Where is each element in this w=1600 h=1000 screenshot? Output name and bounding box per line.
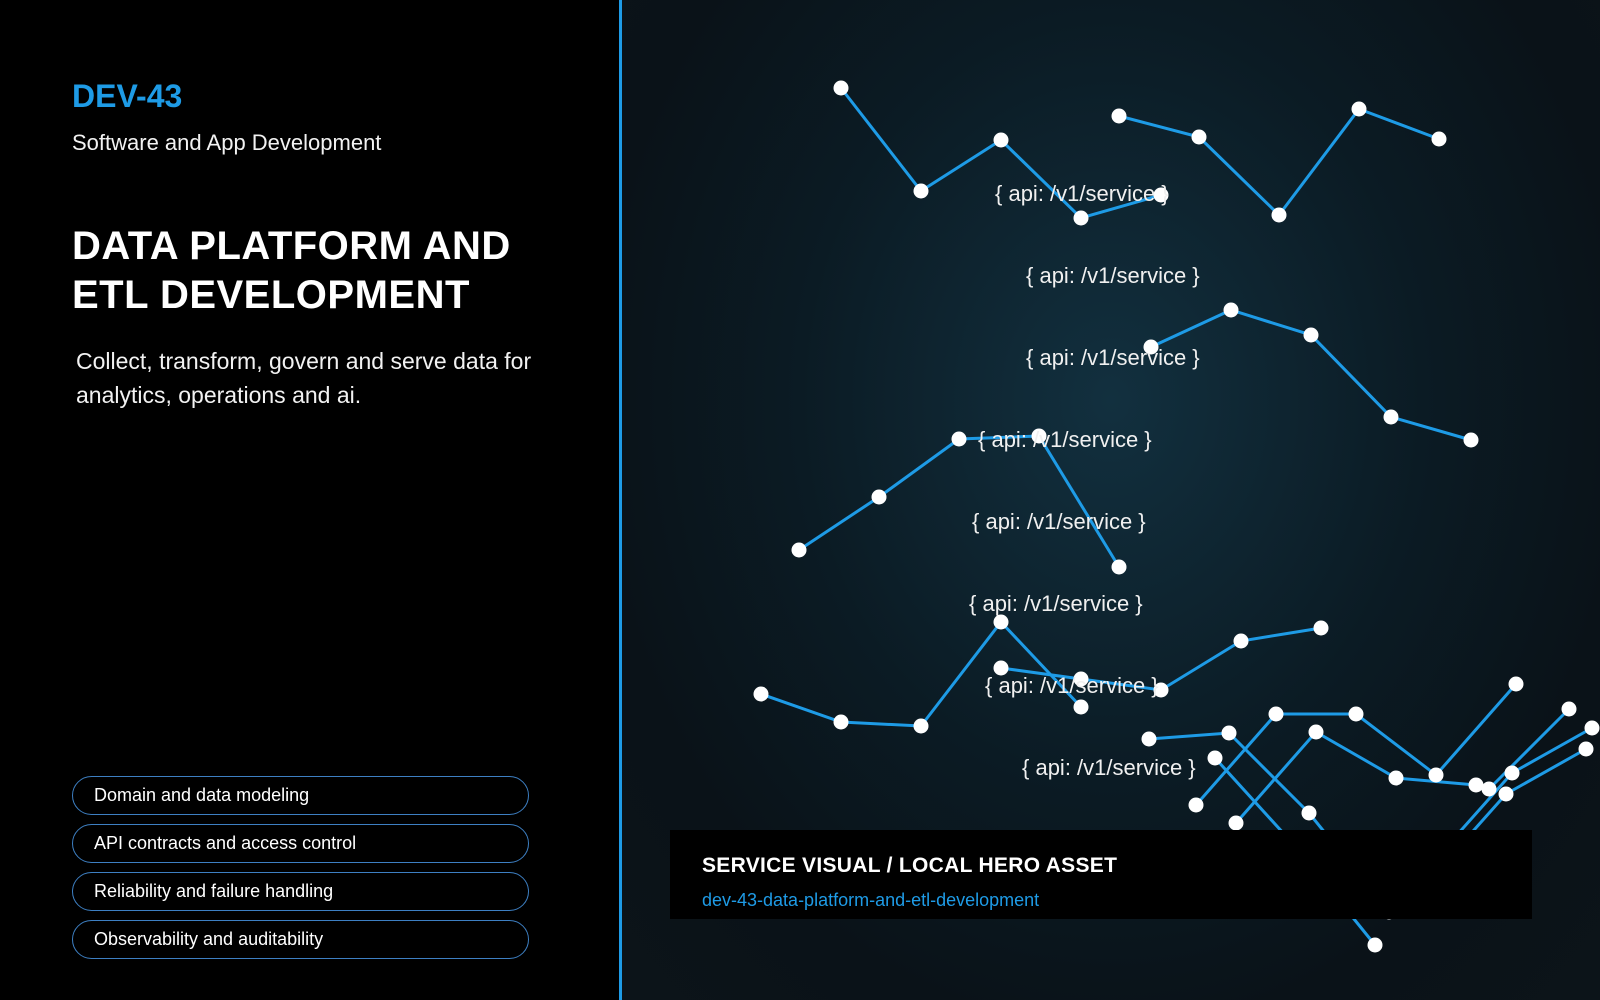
network-node <box>913 183 929 199</box>
api-label: { api: /v1/service } <box>1022 755 1196 780</box>
network-node <box>1468 777 1484 793</box>
network-node <box>1143 339 1159 355</box>
network-node <box>1498 786 1514 802</box>
network-node <box>993 660 1009 676</box>
network-node <box>1188 797 1204 813</box>
network-node <box>1351 101 1367 117</box>
network-node <box>1584 720 1600 736</box>
network-node <box>1508 676 1524 692</box>
network-node <box>1153 187 1169 203</box>
capability-pill-reliability: Reliability and failure handling <box>72 872 529 911</box>
network-node <box>1031 428 1047 444</box>
network-node <box>1383 409 1399 425</box>
network-node <box>1504 765 1520 781</box>
network-node <box>1111 559 1127 575</box>
caption-bar: SERVICE VISUAL / LOCAL HERO ASSET dev-43… <box>670 830 1532 919</box>
network-node <box>1073 210 1089 226</box>
network-node <box>1561 701 1577 717</box>
capability-list: Domain and data modeling API contracts a… <box>72 776 529 968</box>
network-node <box>791 542 807 558</box>
network-node <box>1367 937 1383 953</box>
caption-slug: dev-43-data-platform-and-etl-development <box>702 890 1040 910</box>
api-label: { api: /v1/service } <box>1026 263 1200 288</box>
network-node <box>1141 731 1157 747</box>
network-node <box>1428 767 1444 783</box>
api-label: { api: /v1/service } <box>969 591 1143 616</box>
network-node <box>1221 725 1237 741</box>
network-node <box>1228 815 1244 831</box>
network-line <box>1487 707 1571 791</box>
network-node <box>993 132 1009 148</box>
api-label: { api: /v1/service } <box>995 181 1169 206</box>
network-node <box>1578 741 1594 757</box>
network-node <box>833 714 849 730</box>
caption-title: SERVICE VISUAL / LOCAL HERO ASSET <box>702 854 1118 877</box>
network-node <box>913 718 929 734</box>
capability-pill-modeling: Domain and data modeling <box>72 776 529 815</box>
network-node <box>1073 699 1089 715</box>
network-node <box>1271 207 1287 223</box>
network-node <box>1233 633 1249 649</box>
network-node <box>1463 432 1479 448</box>
network-line <box>1194 683 1518 806</box>
api-label: { api: /v1/service } <box>978 427 1152 452</box>
network-node <box>1308 724 1324 740</box>
network-node <box>1431 131 1447 147</box>
capability-pill-observability: Observability and auditability <box>72 920 529 959</box>
network-node <box>1481 781 1497 797</box>
api-label: { api: /v1/service } <box>985 673 1159 698</box>
network-node <box>871 489 887 505</box>
network-node <box>993 614 1009 630</box>
capability-pill-api: API contracts and access control <box>72 824 529 863</box>
category-label: Software and App Development <box>72 130 382 155</box>
api-label: { api: /v1/service } <box>1026 345 1200 370</box>
api-label: { api: /v1/service } <box>972 509 1146 534</box>
network-line <box>798 434 1121 568</box>
network-node <box>1153 682 1169 698</box>
network-node <box>1268 706 1284 722</box>
page-description: Collect, transform, govern and serve dat… <box>76 348 532 408</box>
panel-divider <box>619 0 622 1000</box>
network-node <box>753 686 769 702</box>
network-node <box>1348 706 1364 722</box>
page-title: DATA PLATFORM AND ETL DEVELOPMENT <box>72 224 511 317</box>
project-code: DEV-43 <box>72 78 183 114</box>
network-node <box>1303 327 1319 343</box>
network-node <box>1301 805 1317 821</box>
network-node <box>1207 750 1223 766</box>
network-node <box>833 80 849 96</box>
left-panel: DEV-43 Software and App Development DATA… <box>0 0 620 1000</box>
network-node <box>1313 620 1329 636</box>
network-node <box>1223 302 1239 318</box>
network-node <box>1388 770 1404 786</box>
network-node <box>951 431 967 447</box>
network-node <box>1073 671 1089 687</box>
network-node <box>1111 108 1127 124</box>
network-node <box>1191 129 1207 145</box>
